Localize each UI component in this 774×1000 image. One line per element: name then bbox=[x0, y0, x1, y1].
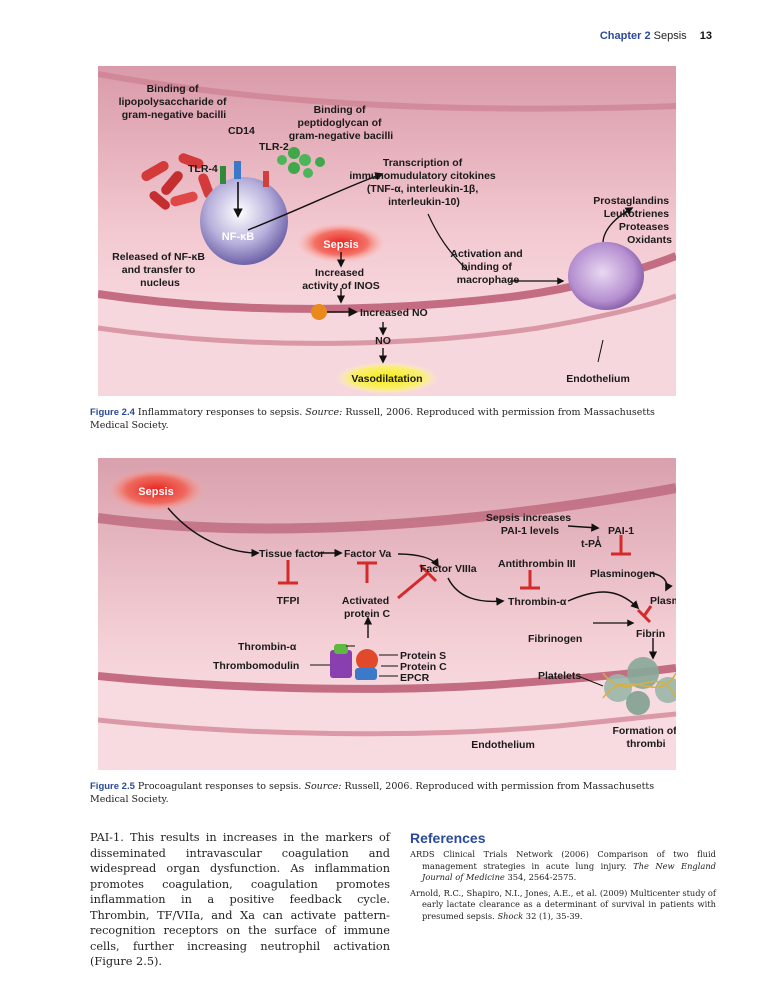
no-molecule bbox=[311, 304, 327, 320]
plasminogen-label: Plasminogen bbox=[590, 568, 655, 580]
section-label: Sepsis bbox=[653, 30, 687, 42]
running-header: Chapter 2 Sepsis 13 bbox=[600, 30, 712, 42]
references-heading: References bbox=[410, 830, 486, 846]
vasodilatation-label: Vasodilatation bbox=[351, 373, 422, 385]
tpa-label: t-PA bbox=[581, 538, 602, 550]
no-label: NO bbox=[375, 335, 391, 347]
peptidoglycan-cluster bbox=[277, 147, 325, 178]
antithrombin-label: Antithrombin III bbox=[498, 558, 576, 570]
tlr2-label: TLR-2 bbox=[259, 141, 289, 153]
neutrophil-cell bbox=[200, 177, 288, 265]
fibrin-label: Fibrin bbox=[636, 628, 665, 640]
activation-macrophage-label: Activation and binding of macrophage bbox=[450, 248, 525, 286]
mediators-label: Prostaglandins Leukotrienes Proteases Ox… bbox=[593, 195, 672, 246]
caption-text: Inflammatory responses to sepsis. bbox=[137, 407, 303, 418]
caption-text: Procoagulant responses to sepsis. bbox=[137, 781, 302, 792]
tlr4-label: TLR-4 bbox=[188, 163, 218, 175]
endothelium-label: Endothelium bbox=[471, 739, 535, 751]
epcr-label: EPCR bbox=[400, 672, 430, 684]
thrombus-cluster bbox=[602, 657, 676, 715]
cd14-receptor bbox=[234, 161, 241, 179]
transcription-label: Transcription of immunomudulatory citoki… bbox=[349, 157, 498, 208]
thrombin-left-label: Thrombin-α bbox=[238, 641, 297, 653]
macrophage-cell bbox=[568, 242, 644, 310]
protein-c-label: Protein C bbox=[400, 661, 447, 673]
factor-va-label: Factor Va bbox=[344, 548, 391, 560]
page-number: 13 bbox=[699, 30, 712, 42]
thrombomodulin-molecule bbox=[330, 650, 352, 678]
platelets-label: Platelets bbox=[538, 670, 581, 682]
references-section: References ARDS Clinical Trials Network … bbox=[410, 830, 716, 926]
thrombomodulin-label: Thrombomodulin bbox=[213, 660, 299, 672]
sepsis-label: Sepsis bbox=[323, 239, 358, 251]
reference-item: ARDS Clinical Trials Network (2006) Comp… bbox=[410, 849, 716, 882]
cd14-label: CD14 bbox=[228, 125, 255, 137]
plasmin-label: Plasmin bbox=[650, 595, 676, 607]
caption-source: Russell, 2006. Reproduced with permissio… bbox=[90, 407, 655, 431]
binding-lps-label: Binding of lipopolysaccharide of gram-ne… bbox=[119, 83, 230, 121]
caption-source-label: Source: bbox=[304, 781, 342, 792]
caption-figure-label: Figure 2.4 bbox=[90, 407, 135, 418]
figure-2-4-caption: Figure 2.4 Inflammatory responses to sep… bbox=[90, 406, 690, 432]
protein-s-label: Protein S bbox=[400, 650, 446, 662]
inos-label: Increased activity of INOS bbox=[302, 267, 380, 292]
pai-levels-label: Sepsis increases PAI-1 levels bbox=[486, 512, 574, 537]
sepsis-label: Sepsis bbox=[138, 486, 173, 498]
caption-source: Russell, 2006. Reproduced with permissio… bbox=[90, 781, 655, 805]
tfpi-label: TFPI bbox=[277, 595, 300, 607]
bacteria-cluster bbox=[141, 153, 214, 210]
protein-c-molecule bbox=[356, 649, 378, 671]
vasodilatation-glow bbox=[335, 362, 439, 394]
thrombin-molecule bbox=[334, 644, 348, 654]
increased-no-label: Increased NO bbox=[360, 307, 428, 319]
sepsis-glow bbox=[297, 223, 385, 263]
released-nfkb-label: Released of NF-ĸB and transfer to nucleu… bbox=[112, 251, 208, 289]
activated-protein-c-label: Activated protein C bbox=[342, 595, 392, 620]
binding-peptidoglycan-label: Binding of peptidoglycan of gram-negativ… bbox=[289, 104, 394, 142]
inhibition-marks bbox=[278, 535, 653, 624]
tissue-factor-label: Tissue factor bbox=[259, 548, 324, 560]
epcr-molecule bbox=[355, 668, 377, 680]
tlr4-receptor bbox=[220, 166, 226, 184]
fibrinogen-label: Fibrinogen bbox=[528, 633, 582, 645]
formation-thrombi-label: Formation of thrombi bbox=[612, 725, 676, 750]
nfkb-label: NF-ĸB bbox=[222, 231, 254, 243]
tlr2-receptor bbox=[263, 171, 269, 187]
figure-2-5: Sepsis Sepsis increases PAI-1 levels PAI… bbox=[98, 458, 676, 770]
endothelium-label: Endothelium bbox=[566, 373, 630, 385]
chapter-label: Chapter 2 bbox=[599, 30, 651, 42]
pai1-label: PAI-1 bbox=[608, 525, 634, 537]
thrombin-alpha-label: Thrombin-α bbox=[508, 596, 567, 608]
figure-2-4: Binding of lipopolysaccharide of gram-ne… bbox=[98, 66, 676, 396]
caption-figure-label: Figure 2.5 bbox=[90, 781, 135, 792]
reference-item: Arnold, R.C., Shapiro, N.I., Jones, A.E.… bbox=[410, 887, 716, 921]
caption-source-label: Source: bbox=[305, 407, 343, 418]
figure-2-5-caption: Figure 2.5 Procoagulant responses to sep… bbox=[90, 780, 690, 806]
sepsis-glow bbox=[106, 468, 206, 512]
body-paragraph: PAI-1. This results in increases in the … bbox=[90, 831, 390, 968]
factor-viiia-label: Factor VIIIa bbox=[420, 563, 477, 575]
